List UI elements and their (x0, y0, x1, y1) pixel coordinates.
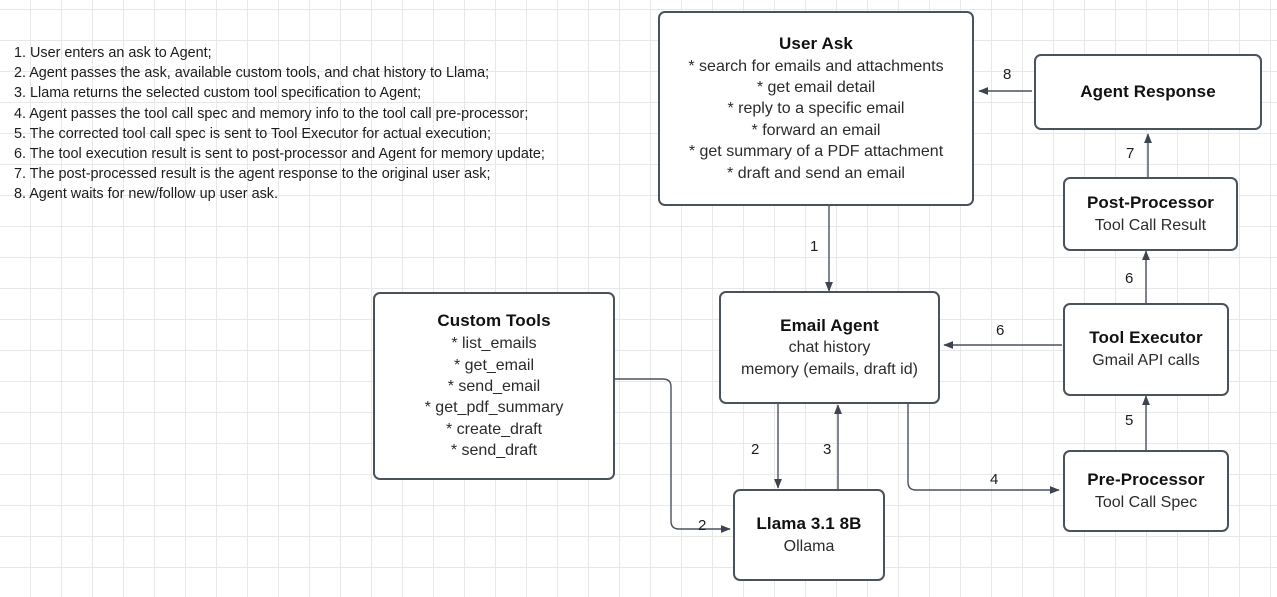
edge-email-agent-to-pre-processor (907, 404, 1060, 494)
node-agent-response[interactable]: Agent Response (1034, 54, 1262, 130)
custom-tool-item-2: * get_email (453, 356, 535, 374)
edge-label-5: 5 (1125, 412, 1134, 429)
node-pre-processor-subtitle: Tool Call Spec (1094, 493, 1198, 511)
edge-label-6-executor-agent: 6 (996, 322, 1005, 339)
user-ask-item-6: * draft and send an email (727, 164, 905, 182)
custom-tool-item-4: * get_pdf_summary (424, 399, 564, 417)
node-email-agent-title: Email Agent (780, 315, 879, 335)
legend-steps-list: 1. User enters an ask to Agent; 2. Agent… (14, 43, 545, 205)
node-post-processor-title: Post-Processor (1086, 192, 1215, 212)
legend-step-8: 8. Agent waits for new/follow up user as… (14, 186, 278, 203)
node-pre-processor[interactable]: Pre-Processor Tool Call Spec (1063, 450, 1229, 532)
user-ask-item-2: * get email detail (756, 79, 876, 96)
node-custom-tools-bullets: * list_emails * get_email * send_email *… (425, 333, 564, 462)
node-tool-executor[interactable]: Tool Executor Gmail API calls (1063, 303, 1229, 396)
custom-tool-item-5: * create_draft (445, 420, 543, 438)
node-user-ask[interactable]: User Ask * search for emails and attachm… (658, 11, 974, 206)
node-llama[interactable]: Llama 3.1 8B Ollama (733, 489, 885, 581)
node-email-agent-chat-history: chat history (788, 339, 871, 357)
edge-label-8: 8 (1003, 66, 1012, 83)
legend-step-6: 6. The tool execution result is sent to … (14, 146, 545, 163)
node-post-processor[interactable]: Post-Processor Tool Call Result (1063, 177, 1238, 251)
legend-step-4: 4. Agent passes the tool call spec and m… (14, 105, 529, 122)
custom-tool-item-6: * send_draft (450, 442, 538, 460)
custom-tool-item-1: * list_emails (451, 335, 537, 353)
node-post-processor-subtitle: Tool Call Result (1094, 216, 1207, 234)
legend-step-1: 1. User enters an ask to Agent; (14, 45, 212, 61)
node-agent-response-title: Agent Response (1080, 81, 1216, 101)
node-tool-executor-subtitle: Gmail API calls (1092, 352, 1200, 370)
edge-label-7: 7 (1126, 145, 1135, 162)
node-tool-executor-title: Tool Executor (1089, 328, 1203, 348)
legend-step-2: 2. Agent passes the ask, available custo… (14, 65, 490, 82)
node-email-agent-memory: memory (emails, draft id) (741, 360, 918, 378)
node-user-ask-bullets: * search for emails and attachments * ge… (688, 56, 943, 185)
node-llama-title: Llama 3.1 8B (756, 513, 862, 533)
node-custom-tools-title: Custom Tools (437, 311, 551, 331)
edge-label-2-agent-llama: 2 (751, 441, 760, 458)
edge-label-3: 3 (823, 441, 832, 458)
edge-label-6-executor-post: 6 (1125, 270, 1134, 287)
edge-custom-tools-to-llama (615, 378, 731, 533)
node-custom-tools[interactable]: Custom Tools * list_emails * get_email *… (373, 292, 615, 480)
user-ask-item-3: * reply to a specific email (727, 100, 905, 118)
user-ask-item-5: * get summary of a PDF attachment (688, 143, 944, 161)
node-pre-processor-title: Pre-Processor (1087, 469, 1205, 489)
edge-label-1: 1 (810, 238, 819, 255)
edge-label-4: 4 (990, 471, 999, 488)
node-email-agent[interactable]: Email Agent chat history memory (emails,… (719, 291, 940, 404)
user-ask-item-1: * search for emails and attachments (688, 57, 944, 75)
node-user-ask-title: User Ask (779, 33, 853, 53)
legend-step-3: 3. Llama returns the selected custom too… (14, 85, 422, 102)
custom-tool-item-3: * send_email (447, 377, 541, 395)
edge-label-2-tools-llama: 2 (698, 517, 707, 534)
legend-step-5: 5. The corrected tool call spec is sent … (14, 125, 492, 142)
node-llama-subtitle: Ollama (783, 537, 835, 555)
legend-step-7: 7. The post-processed result is the agen… (14, 166, 491, 183)
user-ask-item-4: * forward an email (751, 121, 881, 139)
